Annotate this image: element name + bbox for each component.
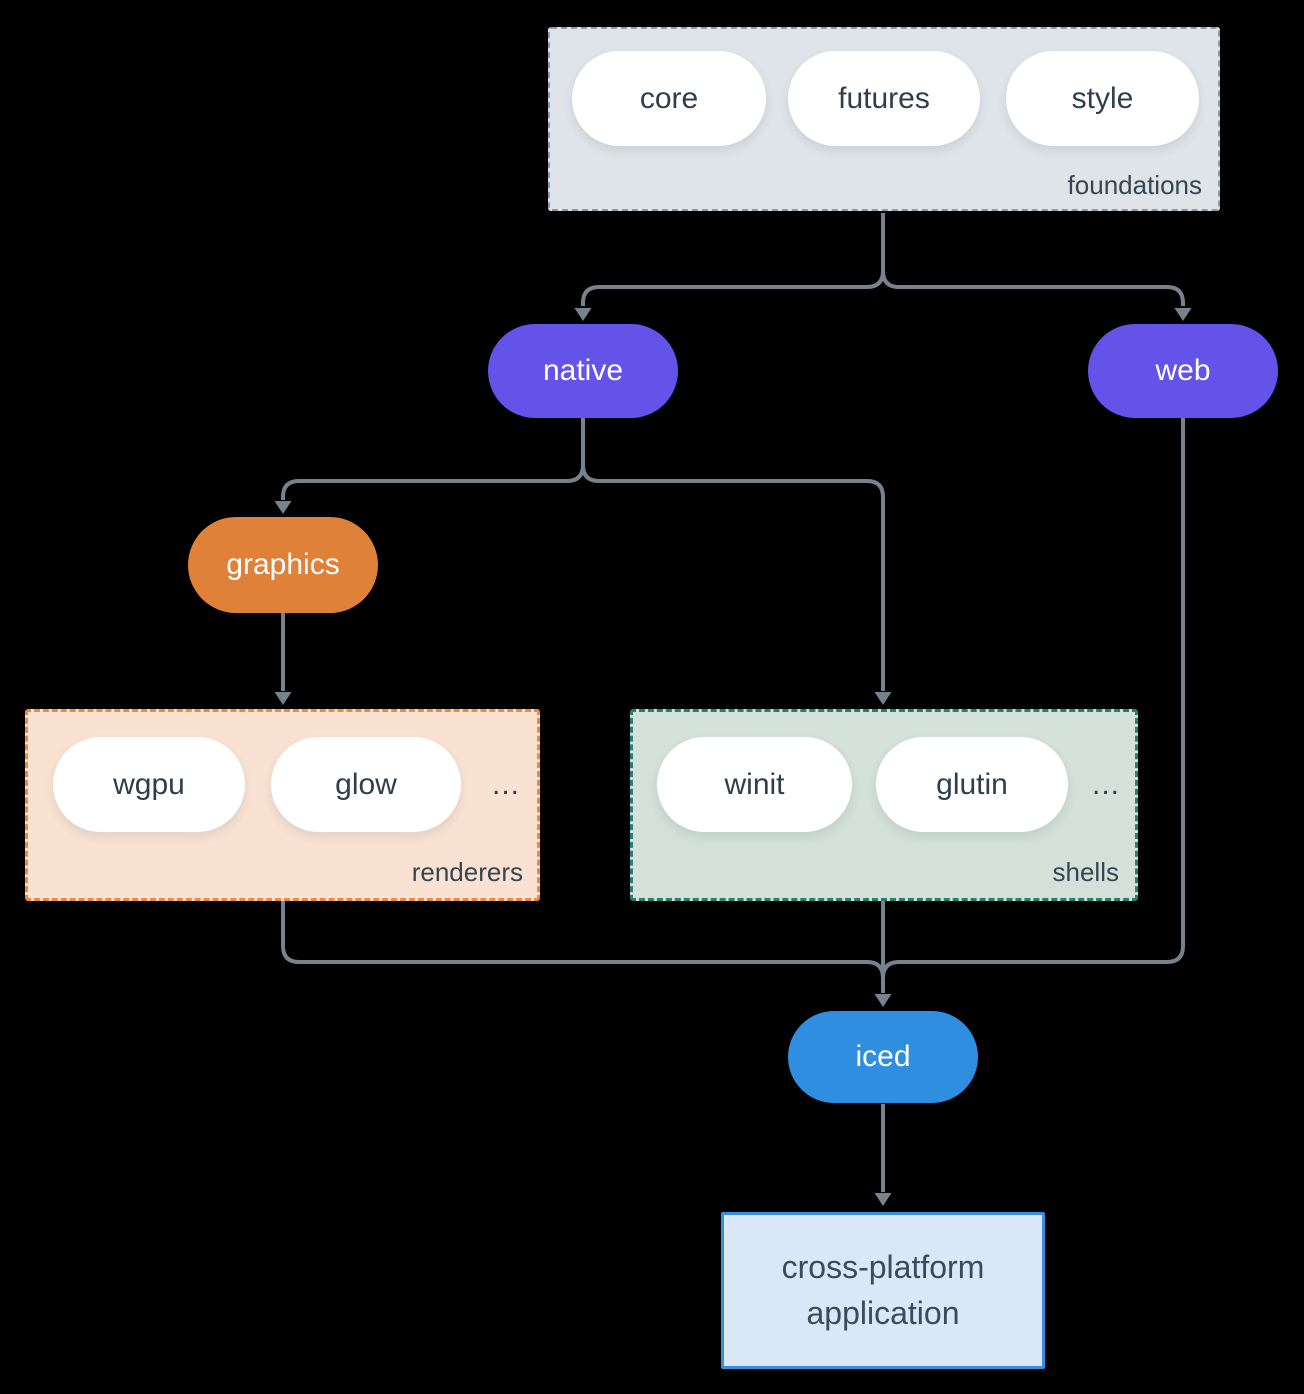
renderers-ellipsis: ... — [491, 767, 520, 801]
edge-native-graphics — [281, 418, 585, 500]
group-foundations-label: foundations — [1067, 170, 1202, 200]
node-glow: glow — [271, 737, 461, 832]
arrowhead-graphics — [274, 501, 292, 514]
node-futures-label: futures — [838, 81, 930, 115]
group-shells: winit glutin ... shells — [630, 709, 1138, 901]
edge-foundations-web — [881, 213, 1185, 306]
arrowhead-iced — [874, 994, 892, 1007]
arrowhead-native — [574, 308, 592, 321]
node-native-label: native — [542, 354, 624, 387]
node-winit-label: winit — [724, 767, 785, 801]
arrowhead-shells-top — [874, 692, 892, 705]
edge-native-shells — [581, 418, 885, 691]
node-glutin: glutin — [876, 737, 1068, 832]
group-renderers: wgpu glow ... renderers — [25, 709, 540, 901]
shells-ellipsis: ... — [1091, 767, 1120, 801]
group-foundations: core futures style foundations — [548, 27, 1220, 211]
edge-renderers-merge — [281, 901, 885, 979]
node-core-label: core — [639, 81, 699, 115]
arrowhead-renderers-top — [274, 692, 292, 705]
node-glutin-label: glutin — [936, 767, 1008, 801]
node-web-label: web — [1155, 354, 1211, 387]
node-web: web — [1088, 324, 1278, 418]
node-core: core — [572, 51, 766, 146]
node-iced: iced — [788, 1011, 978, 1103]
edge-foundations-native — [581, 213, 885, 306]
node-glow-label: glow — [335, 767, 397, 801]
node-graphics-label: graphics — [226, 548, 340, 581]
node-iced-label: iced — [855, 1040, 911, 1073]
node-application: cross-platform application — [721, 1212, 1045, 1369]
group-renderers-label: renderers — [411, 857, 523, 887]
node-winit: winit — [657, 737, 852, 832]
node-futures: futures — [788, 51, 980, 146]
node-wgpu-label: wgpu — [113, 767, 185, 801]
node-application-line1: cross-platform — [781, 1249, 985, 1286]
node-style-label: style — [1071, 81, 1134, 115]
group-shells-label: shells — [1052, 857, 1119, 887]
node-application-line2: application — [806, 1294, 960, 1331]
node-graphics: graphics — [188, 517, 378, 613]
node-native: native — [488, 324, 678, 418]
arrowhead-application — [874, 1193, 892, 1206]
node-wgpu: wgpu — [53, 737, 245, 832]
arrowhead-web — [1174, 308, 1192, 321]
node-style: style — [1006, 51, 1199, 146]
